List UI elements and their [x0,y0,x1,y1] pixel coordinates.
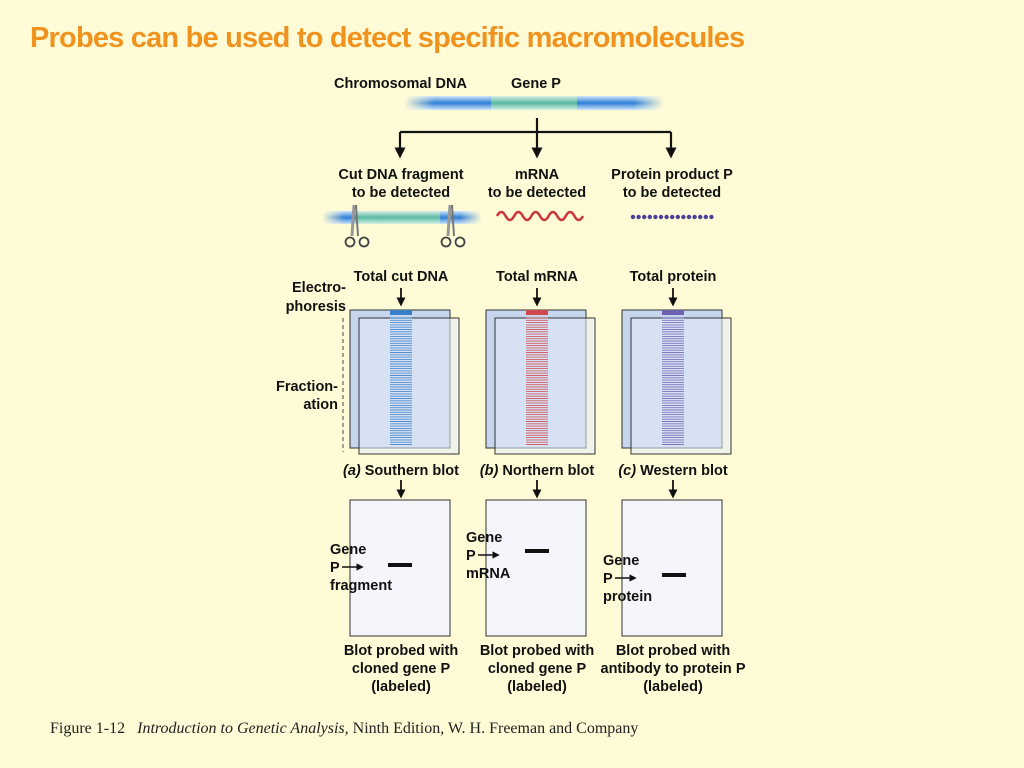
protein-residue-dot [692,214,697,220]
blot-membrane [485,499,587,637]
branch-label-dna-2: to be detected [352,185,450,201]
chromosomal-dna-label: Chromosomal DNA [334,76,467,92]
probe-label-line-3: (labeled) [371,679,431,695]
gel-lane-bands [526,317,548,445]
gel-header: Total mRNA [496,269,578,285]
blot-type-label: (c) Western blot [618,463,727,479]
blot-type-label: (a) Southern blot [343,463,459,479]
probe-label-line-2: cloned gene P [488,661,587,677]
gene-label-line-1: Gene [466,530,502,546]
blot-letter: (c) [618,463,636,479]
gel-lane-bands [390,317,412,445]
gel-panel-3: Total protein (c) Western blot [618,269,732,499]
caption-publisher: , Ninth Edition, W. H. Freeman and Compa… [344,720,639,737]
protein-residue-dot [681,214,686,220]
protein-residue-dot [630,214,636,220]
blot-name: Northern blot [502,463,594,479]
mrna-wave [495,210,585,222]
protein-residue-dot [664,214,669,220]
gel-lane-bands [662,317,684,445]
gene-label-line-2: P [603,571,613,587]
probe-label-line-3: (labeled) [643,679,703,695]
gel-header: Total protein [630,269,717,285]
probe-label-line-1: Blot probed with [480,643,594,659]
caption-book-title: Introduction to Genetic Analysis [137,720,345,737]
chromosomal-dna-bar [404,94,664,112]
probe-label-line-1: Blot probed with [616,643,730,659]
probe-label-line-2: cloned gene P [352,661,451,677]
fractionation-label-1: Fraction- [276,379,338,395]
gene-label-line-2: P [330,560,340,576]
probe-label-line-2: antibody to protein P [601,661,746,677]
protein-residue-dot [703,214,708,220]
branch-label-protein-2: to be detected [623,185,721,201]
electrophoresis-label-2: phoresis [286,299,346,315]
gel-panel-2: Total mRNA (b) Northern blot [480,269,596,499]
gel-panel-1: Total cut DNA (a) Southern blot [343,269,460,499]
gel-well [390,310,412,315]
gel-well [662,310,684,315]
gene-label-line-3: mRNA [466,566,511,582]
blot-membrane [621,499,723,637]
gene-label-line-3: fragment [330,578,392,594]
branch-label-mrna-1: mRNA [515,167,560,183]
blot-letter: (a) [343,463,361,479]
blot-type-label: (b) Northern blot [480,463,595,479]
protein-residue-dot [686,214,692,220]
probe-label-line-3: (labeled) [507,679,567,695]
gene-label-line-3: protein [603,589,652,605]
protein-residue-dot [675,214,680,220]
detected-band [388,563,412,567]
branch-label-dna-1: Cut DNA fragment [338,167,463,183]
gel-header: Total cut DNA [354,269,449,285]
protein-residue-dot [698,214,703,220]
electrophoresis-label-1: Electro- [292,280,346,296]
fractionation-label-2: ation [303,397,338,413]
probe-label-line-1: Blot probed with [344,643,458,659]
protein-residue-dot [642,214,647,220]
cut-dna-fragment [322,209,482,226]
branch-label-mrna-2: to be detected [488,185,586,201]
scissors-icon [344,204,370,248]
protein-residue-dot [636,214,641,220]
scissors-icon [440,204,466,248]
protein-residue-dot [670,214,675,220]
blot-name: Western blot [640,463,728,479]
protein-dots [630,214,714,220]
gene-label-line-1: Gene [603,553,639,569]
protein-residue-dot [653,214,658,220]
protein-residue-dot [658,214,664,220]
protein-residue-dot [709,214,714,220]
protein-residue-dot [647,214,652,220]
gel-well [526,310,548,315]
page-title: Probes can be used to detect specific ma… [30,22,745,54]
blot-letter: (b) [480,463,499,479]
figure-caption: Figure 1-12 Introduction to Genetic Anal… [50,720,638,738]
blot-membrane [349,499,451,637]
caption-figure-number: Figure 1-12 [50,720,126,737]
blot-name: Southern blot [365,463,459,479]
gene-p-label: Gene P [511,76,561,92]
gene-label-line-2: P [466,548,476,564]
detected-band [525,549,549,553]
detected-band [662,573,686,577]
branch-arrows [394,118,677,159]
branch-label-protein-1: Protein product P [611,167,733,183]
gene-label-line-1: Gene [330,542,366,558]
